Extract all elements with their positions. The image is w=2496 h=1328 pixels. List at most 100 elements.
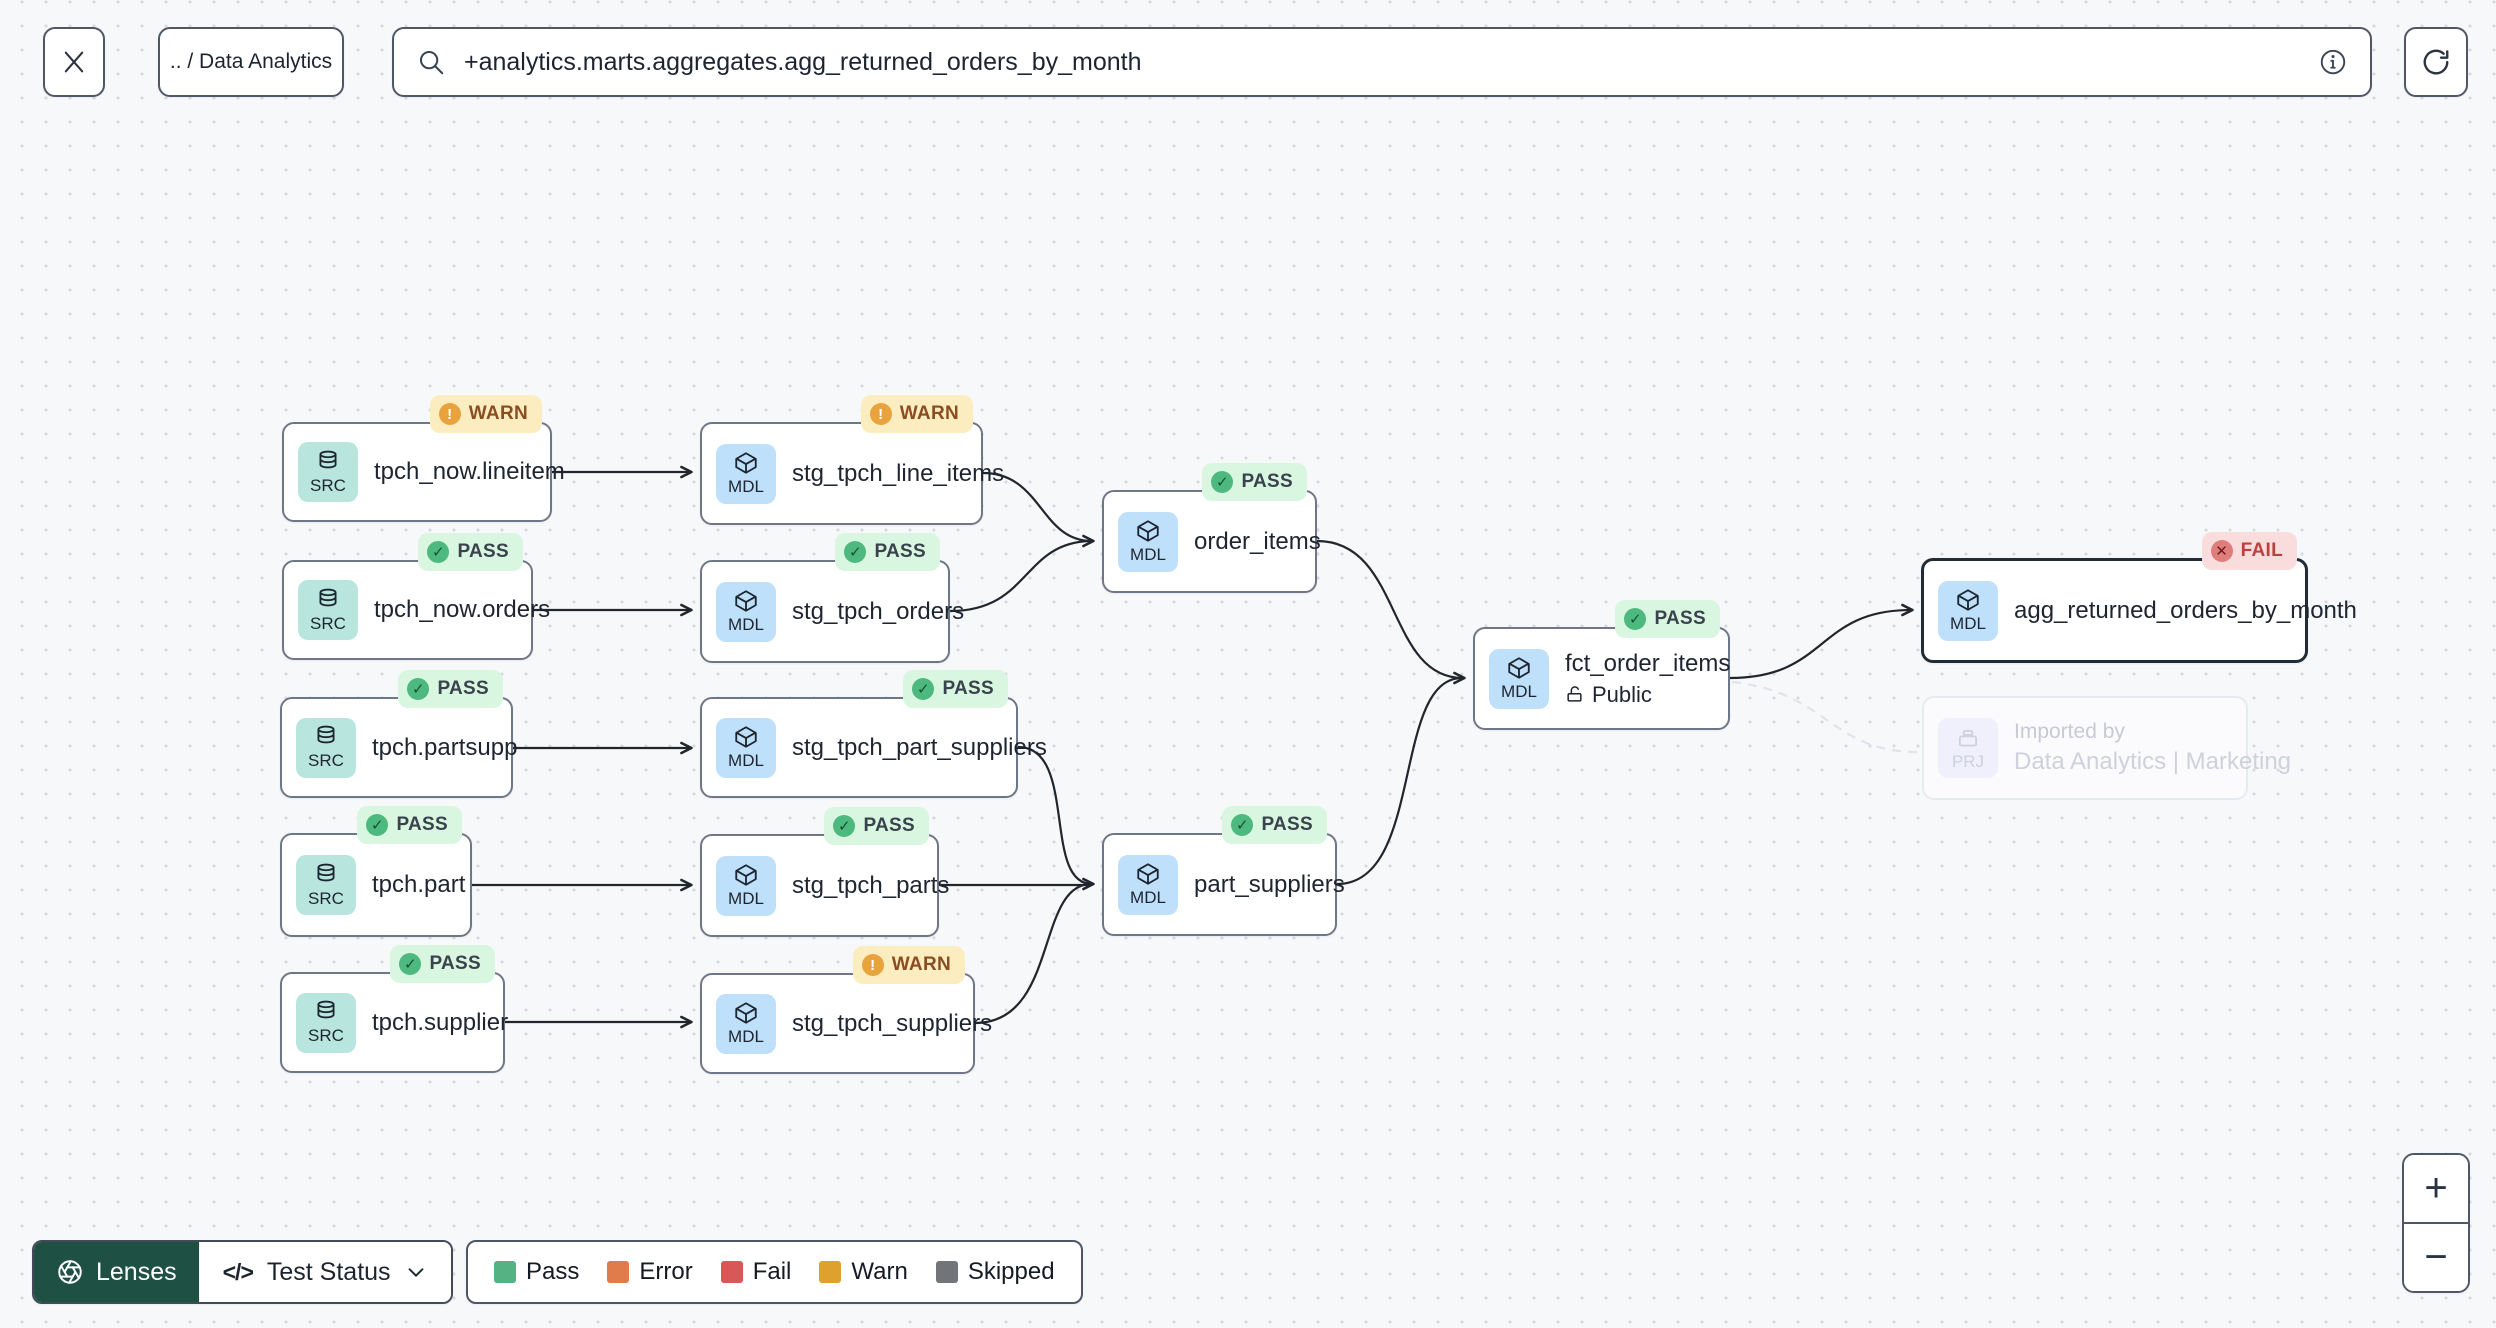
cube-icon (1955, 587, 1981, 613)
database-icon (313, 999, 339, 1025)
node-label: stg_tpch_parts (792, 871, 950, 899)
source-chip: SRC (296, 855, 356, 915)
close-button[interactable] (43, 27, 105, 97)
node-imported-by-project[interactable]: PRJ Imported by Data Analytics | Marketi… (1922, 696, 2291, 800)
zoom-out-button[interactable]: − (2404, 1224, 2468, 1291)
check-icon: ✓ (1231, 814, 1254, 836)
database-icon (313, 724, 339, 750)
search-input[interactable] (462, 46, 2302, 78)
database-icon (315, 587, 341, 613)
status-badge: ✓PASS (418, 533, 523, 571)
node-stg-tpch-orders[interactable]: ✓PASS MDL stg_tpch_orders (700, 533, 964, 663)
refresh-icon (2421, 47, 2451, 77)
model-chip: MDL (1118, 854, 1178, 915)
selector-search[interactable] (392, 27, 2372, 97)
node-label: tpch_now.lineitem (374, 458, 565, 485)
pass-swatch (494, 1261, 516, 1283)
node-label: stg_tpch_suppliers (792, 1009, 993, 1037)
node-stg-tpch-parts[interactable]: ✓PASS MDL stg_tpch_parts (700, 807, 949, 937)
info-circle-icon[interactable] (2318, 47, 2348, 77)
model-chip: MDL (716, 855, 776, 916)
check-icon: ✓ (1211, 471, 1234, 493)
fail-icon: ✕ (2210, 540, 2233, 562)
status-badge: ✓PASS (1202, 463, 1307, 501)
cube-icon (733, 862, 759, 888)
test-status-legend: Pass Error Fail Warn Skipped (466, 1240, 1083, 1304)
status-badge: ✓PASS (1222, 806, 1327, 844)
magnifier-icon (416, 47, 446, 77)
check-icon: ✓ (366, 814, 389, 836)
legend-item-warn: Warn (819, 1258, 908, 1286)
cube-icon (733, 450, 759, 476)
cube-icon (1135, 518, 1161, 544)
model-chip: MDL (716, 581, 776, 642)
status-badge: ✓PASS (824, 807, 929, 845)
status-badge: ✓PASS (390, 945, 495, 983)
node-stg-tpch-part-suppliers[interactable]: ✓PASS MDL stg_tpch_part_suppliers (700, 670, 1047, 798)
node-tpch-part[interactable]: ✓PASS SRC tpch.part (280, 806, 472, 937)
unlocked-padlock-icon (1565, 685, 1584, 704)
breadcrumb-label: .. / Data Analytics (169, 50, 333, 73)
warn-icon: ! (869, 403, 892, 425)
error-swatch (607, 1261, 630, 1283)
node-label: tpch.supplier (372, 1008, 509, 1036)
zoom-in-button[interactable]: + (2404, 1155, 2468, 1224)
node-tpch-supplier[interactable]: ✓PASS SRC tpch.supplier (280, 945, 509, 1073)
node-tpch-now-lineitem[interactable]: !WARN SRC tpch_now.lineitem (282, 395, 565, 522)
node-stg-tpch-line-items[interactable]: !WARN MDL stg_tpch_line_items (700, 395, 1004, 525)
skipped-swatch (935, 1261, 958, 1283)
project-chip: PRJ (1938, 718, 1998, 778)
chevron-down-icon (405, 1261, 427, 1283)
imported-by-caption: Imported by (2014, 720, 2125, 743)
status-badge: ✕FAIL (2201, 532, 2297, 570)
node-tpch-now-orders[interactable]: ✓PASS SRC tpch_now.orders (282, 533, 550, 660)
node-label: tpch.partsupp (372, 733, 518, 761)
source-chip: SRC (296, 992, 356, 1053)
warn-icon: ! (861, 954, 884, 976)
legend-item-fail: Fail (720, 1258, 791, 1286)
cube-icon (1506, 655, 1532, 681)
node-stg-tpch-suppliers[interactable]: !WARN MDL stg_tpch_suppliers (700, 946, 992, 1074)
node-label: part_suppliers (1194, 870, 1345, 898)
breadcrumb[interactable]: .. / Data Analytics (158, 27, 344, 97)
lens-selected-label: Test Status (266, 1257, 391, 1286)
node-order-items[interactable]: ✓PASS MDL order_items (1102, 463, 1321, 593)
node-tpch-partsupp[interactable]: ✓PASS SRC tpch.partsupp (280, 670, 517, 798)
aperture-icon (56, 1258, 84, 1286)
node-label: stg_tpch_part_suppliers (792, 733, 1047, 761)
legend-item-error: Error (607, 1258, 693, 1286)
fail-swatch (720, 1261, 743, 1283)
cube-icon (733, 724, 759, 750)
visibility-row: Public (1565, 682, 1730, 708)
legend-item-skipped: Skipped (935, 1258, 1055, 1286)
source-chip: SRC (296, 717, 356, 778)
cube-icon (733, 1000, 759, 1026)
lens-control: Lenses </> Test Status (32, 1240, 453, 1304)
node-label: tpch_now.orders (374, 596, 551, 623)
lens-selector-dropdown[interactable]: </> Test Status (198, 1242, 451, 1302)
database-icon (315, 449, 341, 475)
database-icon (313, 862, 339, 888)
check-icon: ✓ (427, 541, 450, 563)
refresh-button[interactable] (2404, 27, 2468, 97)
node-part-suppliers[interactable]: ✓PASS MDL part_suppliers (1102, 806, 1345, 936)
source-chip: SRC (298, 442, 358, 502)
check-icon: ✓ (1624, 608, 1647, 630)
check-icon: ✓ (912, 678, 935, 700)
model-chip: MDL (716, 717, 776, 778)
cube-icon (1135, 861, 1161, 887)
model-chip: MDL (1938, 580, 1998, 641)
source-chip: SRC (298, 580, 358, 640)
status-badge: ✓PASS (835, 533, 940, 571)
model-chip: MDL (1489, 648, 1549, 709)
warn-icon: ! (438, 403, 461, 425)
node-label: order_items (1194, 527, 1321, 555)
node-fct-order-items[interactable]: ✓PASS MDL fct_order_items Public (1473, 600, 1730, 730)
check-icon: ✓ (407, 678, 430, 700)
lenses-button[interactable]: Lenses (34, 1242, 199, 1302)
model-chip: MDL (1118, 511, 1178, 572)
status-badge: !WARN (852, 946, 965, 984)
node-agg-returned-orders-by-month[interactable]: ✕FAIL MDL agg_returned_orders_by_month (1921, 532, 2357, 663)
